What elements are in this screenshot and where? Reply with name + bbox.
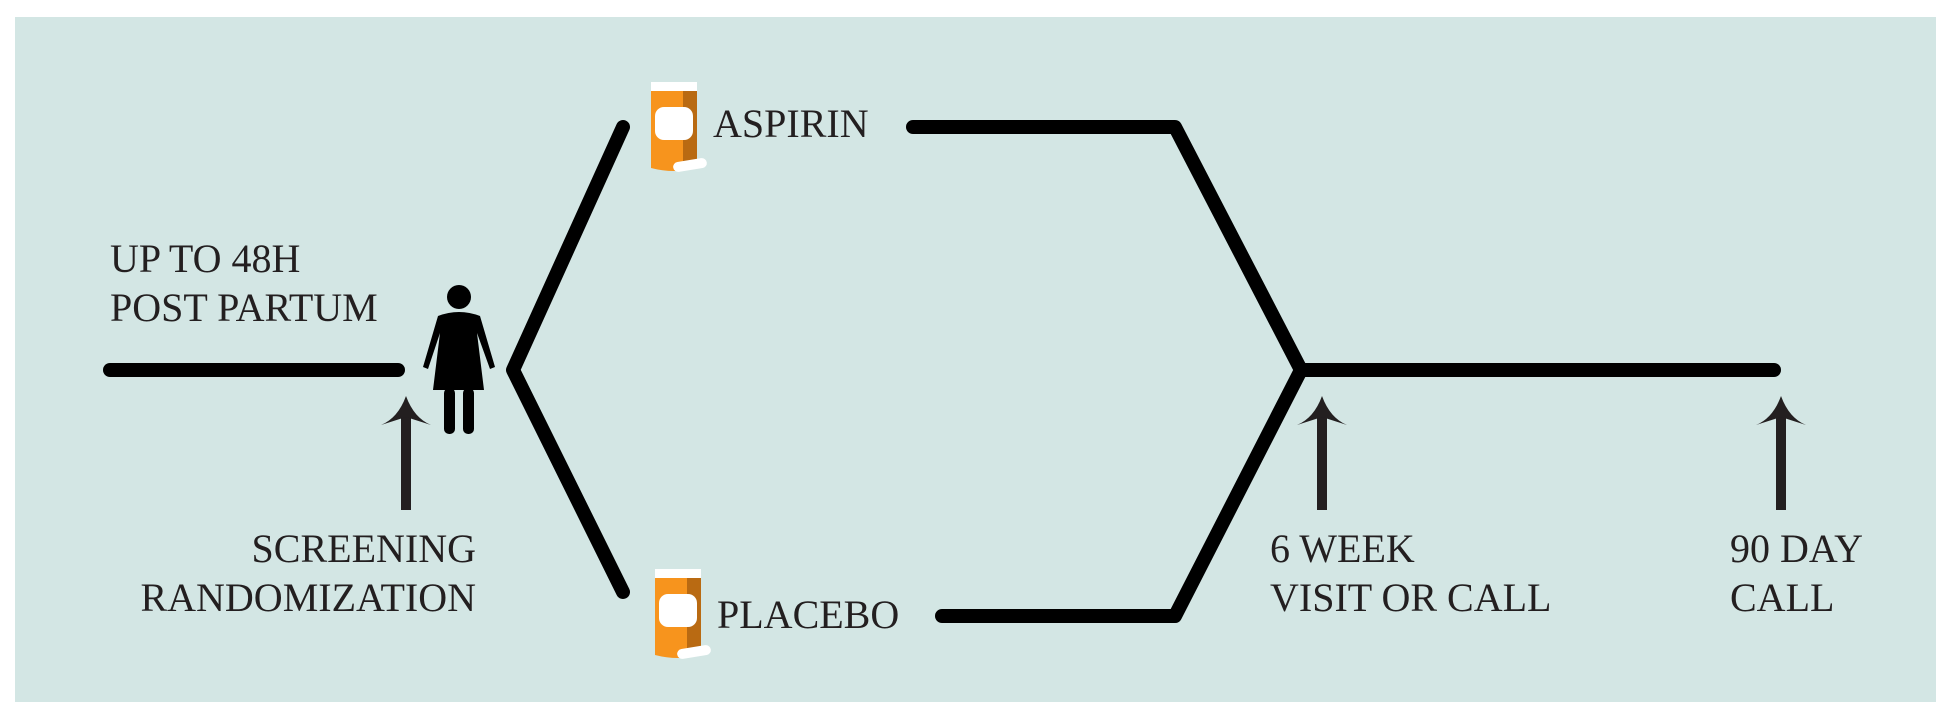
up-arrow-icon [1756,396,1806,510]
up-arrow-icon [1297,396,1347,510]
up-arrow-icon [381,396,431,510]
ninety-day-line: 90 DAY [1730,526,1863,571]
placebo-arm-label: PLACEBO [717,592,900,637]
randomization-line: RANDOMIZATION [140,575,476,620]
timing-line-2: POST PARTUM [110,285,378,330]
six-week-line: 6 WEEK [1270,526,1415,571]
placebo-arm-line [935,363,1308,623]
visit-or-call-line: VISIT OR CALL [1270,575,1552,620]
pill-bottle-icon [651,82,707,172]
ninety-day-call-label: 90 DAY CALL [1730,524,1863,622]
aspirin-arm-label: ASPIRIN [713,101,869,146]
aspirin-arm-line [906,120,1308,377]
call-line: CALL [1730,575,1835,620]
woman-figure-icon [423,285,495,434]
timeline-lines [103,120,1781,623]
screening-line: SCREENING [251,526,476,571]
pill-bottle-icon [655,569,711,659]
aspirin-branch-line [506,120,630,599]
timing-label: UP TO 48H POST PARTUM [110,234,378,332]
six-week-visit-label: 6 WEEK VISIT OR CALL [1270,524,1551,622]
screening-randomization-label: SCREENING RANDOMIZATION [140,524,476,622]
timing-line-1: UP TO 48H [110,236,301,281]
